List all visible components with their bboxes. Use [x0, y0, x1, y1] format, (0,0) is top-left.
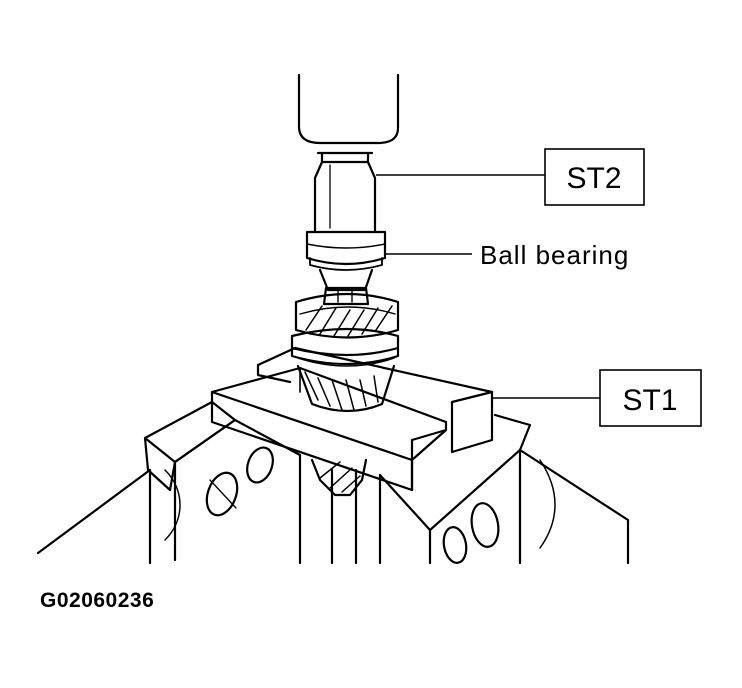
ball-bearing	[305, 230, 387, 292]
ball-bearing-label: Ball bearing	[480, 240, 629, 270]
st2-drift	[313, 151, 377, 234]
shaft	[310, 458, 368, 565]
figure-id: G02060236	[40, 589, 155, 612]
st1-plates	[210, 346, 494, 492]
gear-assembly	[290, 286, 400, 413]
st1-label: ST1	[622, 384, 677, 417]
st2-callout: ST2	[544, 148, 645, 206]
st1-callout: ST1	[599, 369, 702, 427]
press-ram	[297, 73, 400, 145]
st2-label: ST2	[566, 162, 621, 195]
vise-block	[36, 400, 630, 565]
